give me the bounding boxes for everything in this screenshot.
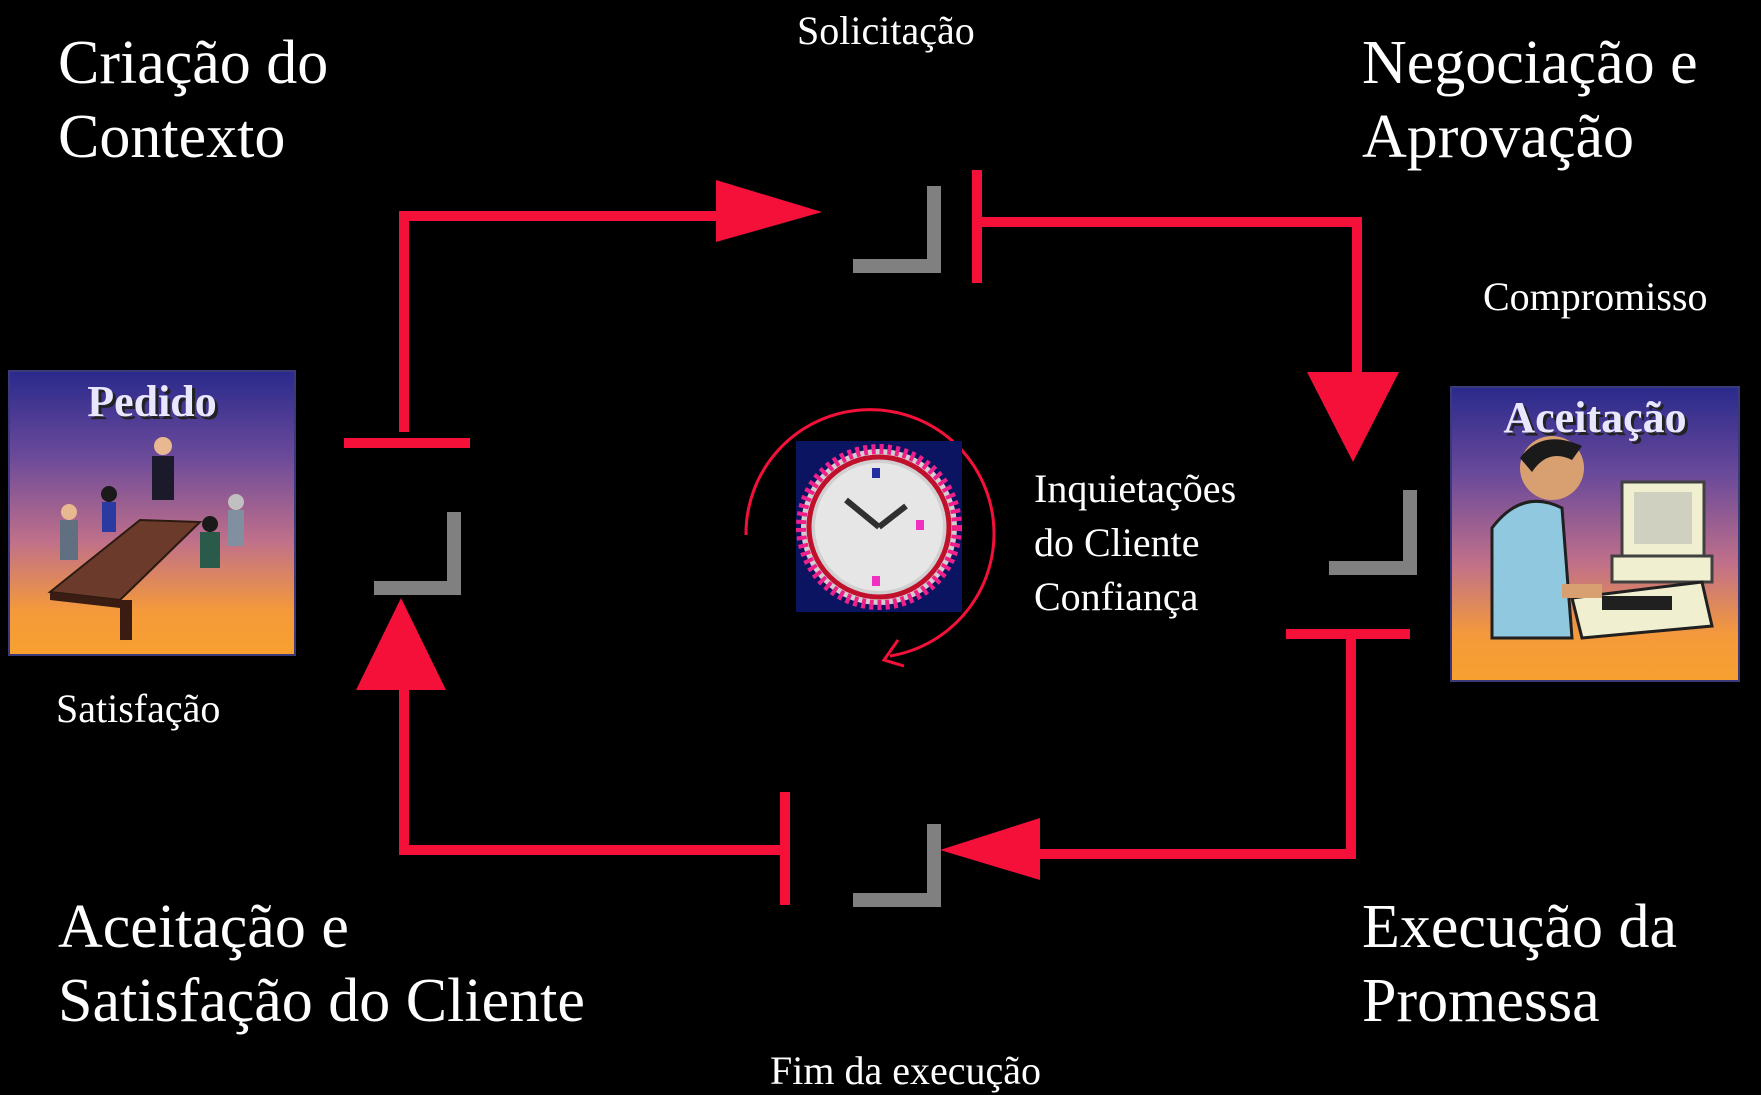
milestone-satisfaction: Satisfação — [56, 686, 221, 731]
stage-title-acceptance-line1: Aceitação e — [58, 893, 349, 961]
corner-marker-bottom — [853, 824, 941, 907]
milestone-execution-end: Fim da execução — [770, 1048, 1041, 1093]
center-note-line3: Confiança — [1034, 574, 1199, 619]
center-note-line2: do Cliente — [1034, 520, 1200, 565]
stage-title-context: Criação do Contexto — [58, 26, 328, 174]
flow-line-promise — [977, 217, 1362, 380]
stage-title-execution-line2: Promessa — [1362, 967, 1600, 1035]
computer-user-icon — [1490, 436, 1714, 640]
center-note-line1: Inquietações — [1034, 466, 1237, 511]
stage-title-negotiation-line1: Negociação e — [1362, 29, 1698, 97]
corner-marker-top — [853, 186, 941, 273]
aceitacao-card: Aceitação — [1450, 386, 1740, 682]
milestone-request: Solicitação — [797, 8, 975, 53]
stage-title-acceptance: Aceitação e Satisfação do Cliente — [58, 890, 585, 1038]
cycle-arrow — [744, 408, 996, 658]
stage-title-execution: Execução da Promessa — [1362, 890, 1677, 1038]
milestone-commitment: Compromisso — [1483, 274, 1708, 319]
flow-line-request — [399, 211, 720, 432]
meeting-icon — [47, 437, 244, 640]
stage-title-context-line2: Contexto — [58, 103, 286, 171]
stage-title-acceptance-line2: Satisfação do Cliente — [58, 967, 585, 1035]
cycle-arrow-head — [881, 639, 905, 668]
stage-title-negotiation: Negociação e Aprovação — [1362, 26, 1698, 174]
stage-title-context-line1: Criação do — [58, 29, 329, 97]
pedido-card: Pedido — [8, 370, 296, 656]
arrow-head-satisfaction — [356, 598, 446, 690]
flow-line-satisfaction — [399, 685, 785, 855]
arrow-head-request — [716, 180, 822, 242]
pedido-title: Pedido — [87, 377, 217, 426]
clock-icon — [796, 441, 962, 612]
flow-line-execution — [1030, 634, 1356, 859]
center-note: Inquietações do Cliente Confiança — [1034, 462, 1236, 624]
arrow-head-execution — [940, 818, 1040, 880]
corner-marker-left — [374, 512, 461, 595]
stage-title-negotiation-line2: Aprovação — [1362, 103, 1634, 171]
stage-title-execution-line1: Execução da — [1362, 893, 1677, 961]
arrow-head-promise — [1307, 372, 1399, 462]
corner-marker-right — [1329, 490, 1417, 575]
aceitacao-title: Aceitação — [1503, 393, 1687, 442]
